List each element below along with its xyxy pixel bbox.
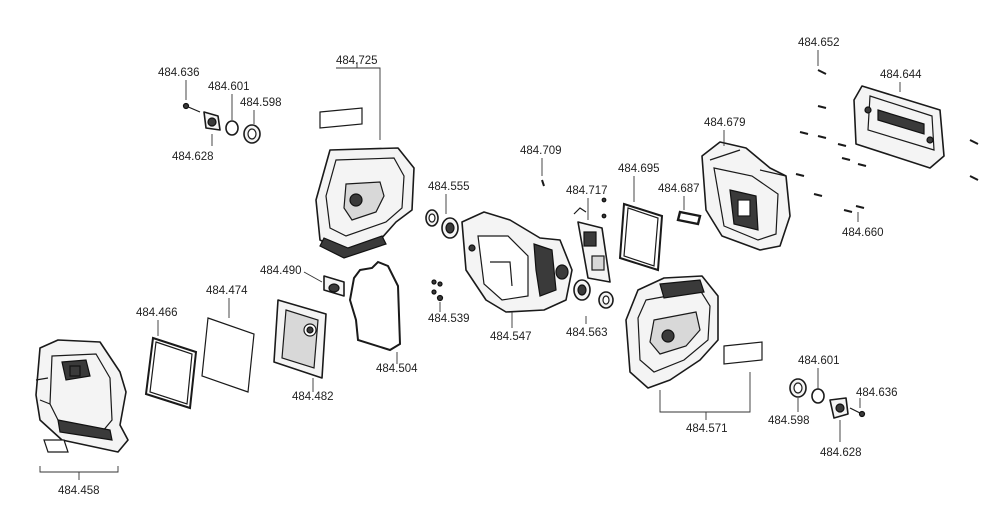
end-cap-left (35, 339, 129, 453)
label-484-458: 484.458 (58, 485, 100, 497)
label-484-687: 484.687 (658, 183, 700, 195)
nut-484-598-right (789, 378, 807, 398)
screws-484-539 (431, 279, 444, 302)
pin-484-709 (541, 179, 545, 187)
label-484-601-right: 484.601 (798, 355, 840, 367)
label-484-539: 484.539 (428, 313, 470, 325)
label-484-636-right: 484.636 (856, 387, 898, 399)
o-ring-484-601-left (225, 120, 239, 136)
label-484-482: 484.482 (292, 391, 334, 403)
gasket-484-695 (618, 202, 664, 272)
label-484-598-left: 484.598 (240, 97, 282, 109)
bushings-484-563 (573, 279, 614, 309)
label-484-636-left: 484.636 (158, 67, 200, 79)
seal-484-504 (348, 260, 402, 352)
panel-484-474 (201, 317, 255, 393)
leader-484-458 (39, 466, 119, 480)
nut-484-598-left (243, 124, 261, 144)
label-484-709: 484.709 (520, 145, 562, 157)
shell-484-725 (315, 147, 415, 259)
filter-frame-484-482 (273, 299, 327, 379)
fitting-484-628-left (203, 111, 221, 131)
label-484-628-left: 484.628 (172, 151, 214, 163)
housing-484-679 (701, 141, 791, 251)
label-484-504: 484.504 (376, 363, 418, 375)
label-484-695: 484.695 (618, 163, 660, 175)
cover-484-571 (625, 275, 719, 389)
label-484-474: 484.474 (206, 285, 248, 297)
label-484-547: 484.547 (490, 331, 532, 343)
frame-484-547 (461, 211, 573, 313)
label-484-628-right: 484.628 (820, 447, 862, 459)
gasket-484-466 (144, 336, 198, 410)
screw-484-636-right (849, 407, 866, 418)
label-484-571: 484.571 (686, 423, 728, 435)
label-484-725: 484.725 (336, 55, 378, 67)
label-484-598-right: 484.598 (768, 415, 810, 427)
fitting-484-628-right (829, 397, 849, 419)
label-484-679: 484.679 (704, 117, 746, 129)
o-ring-484-601-right (811, 388, 825, 404)
screw-484-636-left (182, 102, 201, 113)
part-labels: 484.636 484.601 484.598 484.628 484.725 … (58, 37, 922, 497)
label-484-466: 484.466 (136, 307, 178, 319)
screws-484-652 (795, 69, 979, 213)
label-484-555: 484.555 (428, 181, 470, 193)
label-484-601-left: 484.601 (208, 81, 250, 93)
board-484-717 (573, 197, 611, 283)
label-plate-top (319, 107, 363, 129)
label-484-644: 484.644 (880, 69, 922, 81)
label-484-717: 484.717 (566, 185, 608, 197)
label-484-660: 484.660 (842, 227, 884, 239)
label-plate-left (43, 439, 69, 453)
connector-484-490 (323, 275, 345, 297)
label-484-490: 484.490 (260, 265, 302, 277)
label-484-563: 484.563 (566, 327, 608, 339)
seal-484-687 (676, 210, 702, 226)
bushings-484-555 (425, 209, 459, 239)
label-plate-right (723, 341, 763, 365)
label-484-652: 484.652 (798, 37, 840, 49)
plate-484-644 (853, 85, 945, 169)
